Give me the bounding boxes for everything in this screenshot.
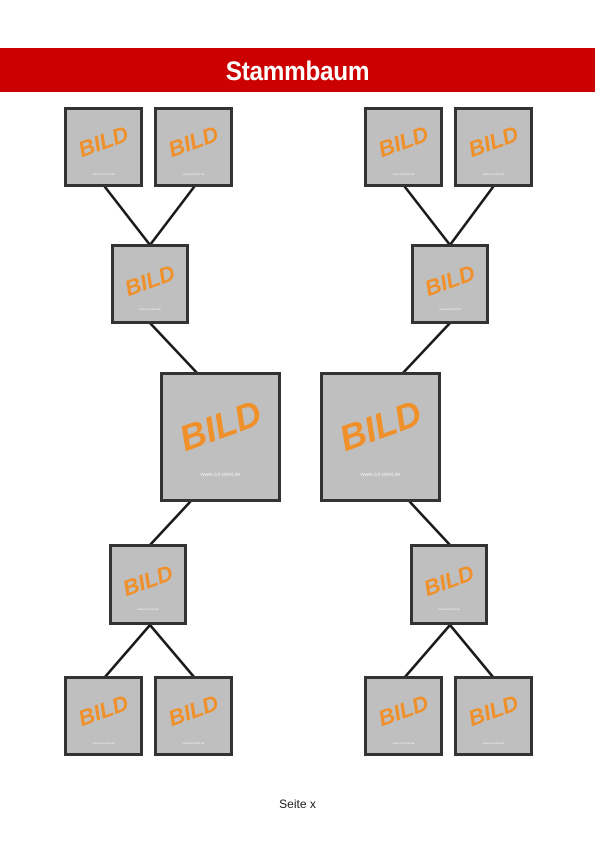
- photo-placeholder-url: www.ccl-print.de: [182, 741, 205, 745]
- photo-placeholder-url: www.ccl-print.de: [438, 607, 460, 611]
- connector-line: [148, 321, 200, 376]
- photo-placeholder-label: BILD: [420, 560, 478, 602]
- connector-line: [403, 185, 452, 247]
- connector-line: [448, 623, 495, 679]
- photo-placeholder-url: www.ccl-print.de: [182, 172, 205, 176]
- photo-placeholder-url: www.ccl-print.de: [139, 307, 161, 311]
- photo-placeholder-url: www.ccl-print.de: [200, 472, 241, 478]
- photo-placeholder-label: BILD: [464, 690, 522, 732]
- photo-placeholder-url: www.ccl-print.de: [360, 472, 401, 478]
- photo-placeholder-label: BILD: [464, 121, 522, 163]
- photo-placeholder-url: www.ccl-print.de: [439, 307, 461, 311]
- photo-placeholder: BILD www.ccl-print.de: [64, 676, 143, 756]
- photo-placeholder-label: BILD: [74, 121, 132, 163]
- photo-placeholder-url: www.ccl-print.de: [482, 741, 505, 745]
- photo-placeholder-large: BILD www.ccl-print.de: [320, 372, 441, 502]
- photo-placeholder-large: BILD www.ccl-print.de: [160, 372, 281, 502]
- photo-placeholder: BILD www.ccl-print.de: [154, 676, 233, 756]
- photo-placeholder-url: www.ccl-print.de: [392, 172, 415, 176]
- photo-placeholder-label: BILD: [173, 391, 267, 460]
- connector-line: [148, 185, 196, 247]
- photo-placeholder: BILD www.ccl-print.de: [454, 107, 533, 187]
- photo-placeholder-url: www.ccl-print.de: [92, 741, 115, 745]
- connector-line: [148, 500, 192, 547]
- connector-line: [400, 321, 452, 376]
- photo-placeholder-url: www.ccl-print.de: [482, 172, 505, 176]
- photo-placeholder-label: BILD: [119, 560, 177, 602]
- photo-placeholder-label: BILD: [333, 391, 427, 460]
- photo-placeholder: BILD www.ccl-print.de: [364, 107, 443, 187]
- photo-placeholder-url: www.ccl-print.de: [392, 741, 415, 745]
- photo-placeholder: BILD www.ccl-print.de: [64, 107, 143, 187]
- connector-line: [103, 623, 152, 679]
- connector-line: [403, 623, 452, 679]
- photo-placeholder-label: BILD: [164, 690, 222, 732]
- photo-placeholder-label: BILD: [374, 121, 432, 163]
- photo-placeholder-label: BILD: [421, 260, 479, 302]
- photo-placeholder: BILD www.ccl-print.de: [109, 544, 187, 625]
- connector-line: [103, 185, 152, 247]
- title-bar: Stammbaum: [0, 48, 595, 92]
- photo-placeholder: BILD www.ccl-print.de: [410, 544, 488, 625]
- connector-line: [148, 623, 196, 679]
- page-title: Stammbaum: [225, 56, 370, 86]
- photo-placeholder: BILD www.ccl-print.de: [454, 676, 533, 756]
- photo-placeholder-url: www.ccl-print.de: [92, 172, 115, 176]
- connector-line: [448, 185, 495, 247]
- photo-placeholder: BILD www.ccl-print.de: [411, 244, 489, 324]
- photo-placeholder-label: BILD: [374, 690, 432, 732]
- photo-placeholder: BILD www.ccl-print.de: [154, 107, 233, 187]
- photo-placeholder-label: BILD: [121, 260, 179, 302]
- photo-placeholder-url: www.ccl-print.de: [137, 607, 159, 611]
- photo-placeholder-label: BILD: [164, 121, 222, 163]
- photo-placeholder: BILD www.ccl-print.de: [111, 244, 189, 324]
- photo-placeholder-label: BILD: [74, 690, 132, 732]
- page-number: Seite x: [279, 797, 316, 811]
- photo-placeholder: BILD www.ccl-print.de: [364, 676, 443, 756]
- connector-line: [408, 500, 452, 547]
